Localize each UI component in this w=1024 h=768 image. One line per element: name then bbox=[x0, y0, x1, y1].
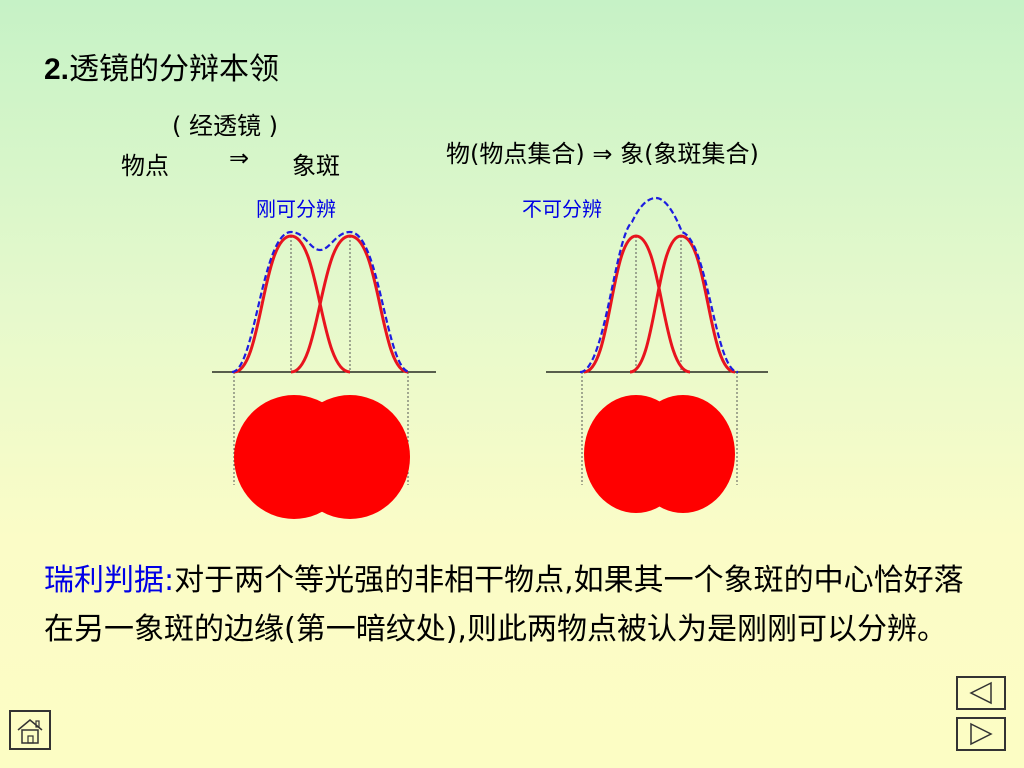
object-image-set-label: 物(物点集合) ⇒ 象(象斑集合) bbox=[446, 140, 759, 168]
object-point-label: 物点 bbox=[121, 152, 169, 180]
triangle-left-icon bbox=[969, 681, 992, 705]
title-text: 透镜的分辩本领 bbox=[69, 52, 280, 87]
left-envelope bbox=[231, 230, 411, 374]
triangle-right-icon bbox=[970, 722, 993, 746]
image-spot-label: 象斑 bbox=[292, 152, 340, 180]
rayleigh-criterion: 瑞利判据:对于两个等光强的非相干物点,如果其一个象斑的中心恰好落在另一象斑的边缘… bbox=[44, 556, 974, 654]
criterion-body: 对于两个等光强的非相干物点,如果其一个象斑的中心恰好落在另一象斑的边缘(第一暗纹… bbox=[44, 563, 964, 647]
home-button[interactable] bbox=[9, 710, 51, 750]
left-curve-2 bbox=[290, 234, 409, 374]
home-icon bbox=[17, 719, 43, 744]
slide-title: 2.透镜的分辩本领 bbox=[44, 44, 279, 88]
criterion-lead: 瑞利判据: bbox=[44, 563, 175, 598]
via-lens-label: ( 经透镜 ) bbox=[172, 112, 278, 140]
right-diagram bbox=[546, 196, 768, 513]
right-spot-2 bbox=[631, 395, 735, 513]
right-curve-2 bbox=[629, 234, 736, 374]
not-resolvable-label: 不可分辨 bbox=[522, 197, 602, 221]
arrow-icon: ⇒ bbox=[229, 144, 250, 172]
left-spot-2 bbox=[290, 395, 410, 519]
just-resolvable-label: 刚可分辨 bbox=[256, 197, 336, 221]
prev-button[interactable] bbox=[956, 676, 1006, 710]
title-number: 2. bbox=[44, 53, 70, 86]
left-diagram bbox=[212, 230, 436, 519]
next-button[interactable] bbox=[956, 717, 1006, 751]
right-curve-1 bbox=[583, 234, 691, 374]
left-curve-1 bbox=[233, 234, 351, 374]
